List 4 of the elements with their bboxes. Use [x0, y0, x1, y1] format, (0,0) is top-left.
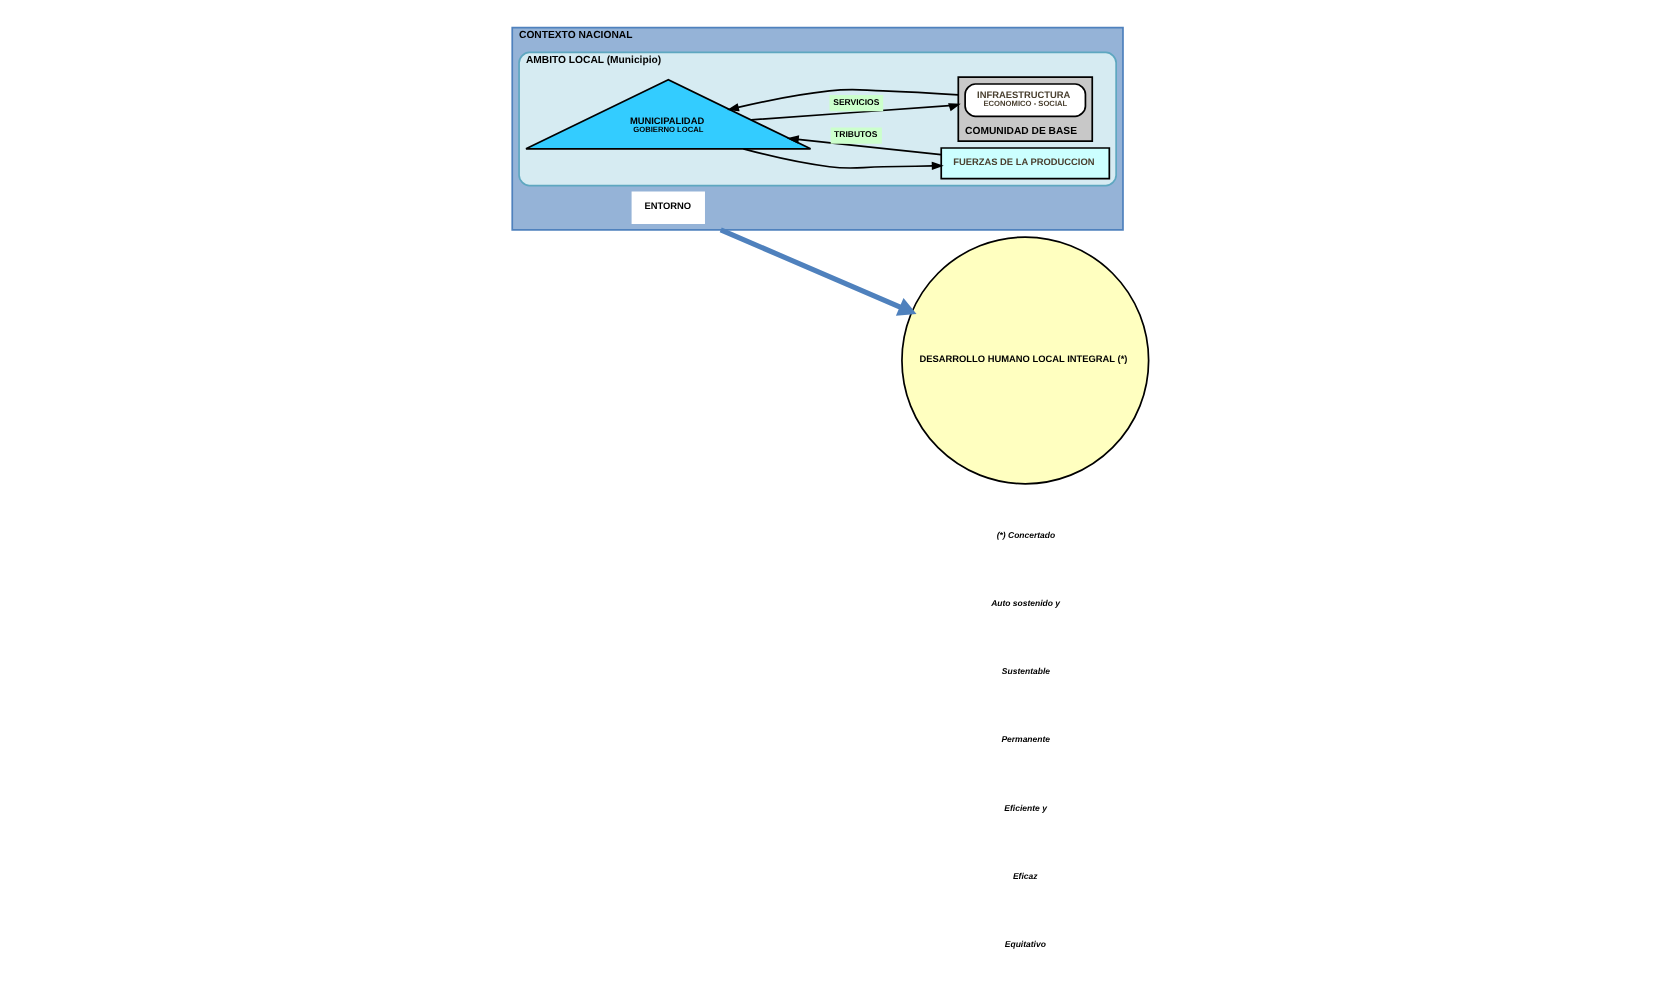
arrow — [719, 227, 917, 316]
arrow — [742, 148, 944, 171]
arrow — [786, 135, 942, 156]
arrow — [750, 103, 961, 121]
